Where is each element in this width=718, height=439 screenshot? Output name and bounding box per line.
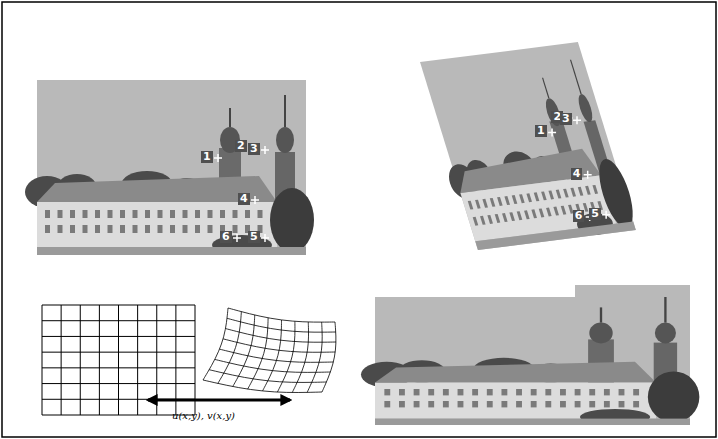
callout-number: 4 xyxy=(238,193,250,205)
callout-number: 5 xyxy=(589,208,601,220)
mosaic-notch xyxy=(375,285,575,297)
control-crosses xyxy=(214,114,610,242)
callout-number: 6 xyxy=(573,210,585,222)
callout-number: 3 xyxy=(248,143,260,155)
mapping-label: u(x,y), v(x,y) xyxy=(172,410,235,421)
grid-figure xyxy=(42,305,336,415)
callout-number: 2 xyxy=(235,140,247,152)
callout-number: 3 xyxy=(560,113,572,125)
callout-number: 4 xyxy=(571,168,583,180)
callout-number: 1 xyxy=(535,125,547,137)
callout-number: 1 xyxy=(201,151,213,163)
warped-photo xyxy=(413,42,641,251)
callout-number: 6 xyxy=(220,231,232,243)
mosaic-photo xyxy=(361,285,699,425)
source-photo xyxy=(25,80,314,255)
callout-number: 5 xyxy=(248,231,260,243)
